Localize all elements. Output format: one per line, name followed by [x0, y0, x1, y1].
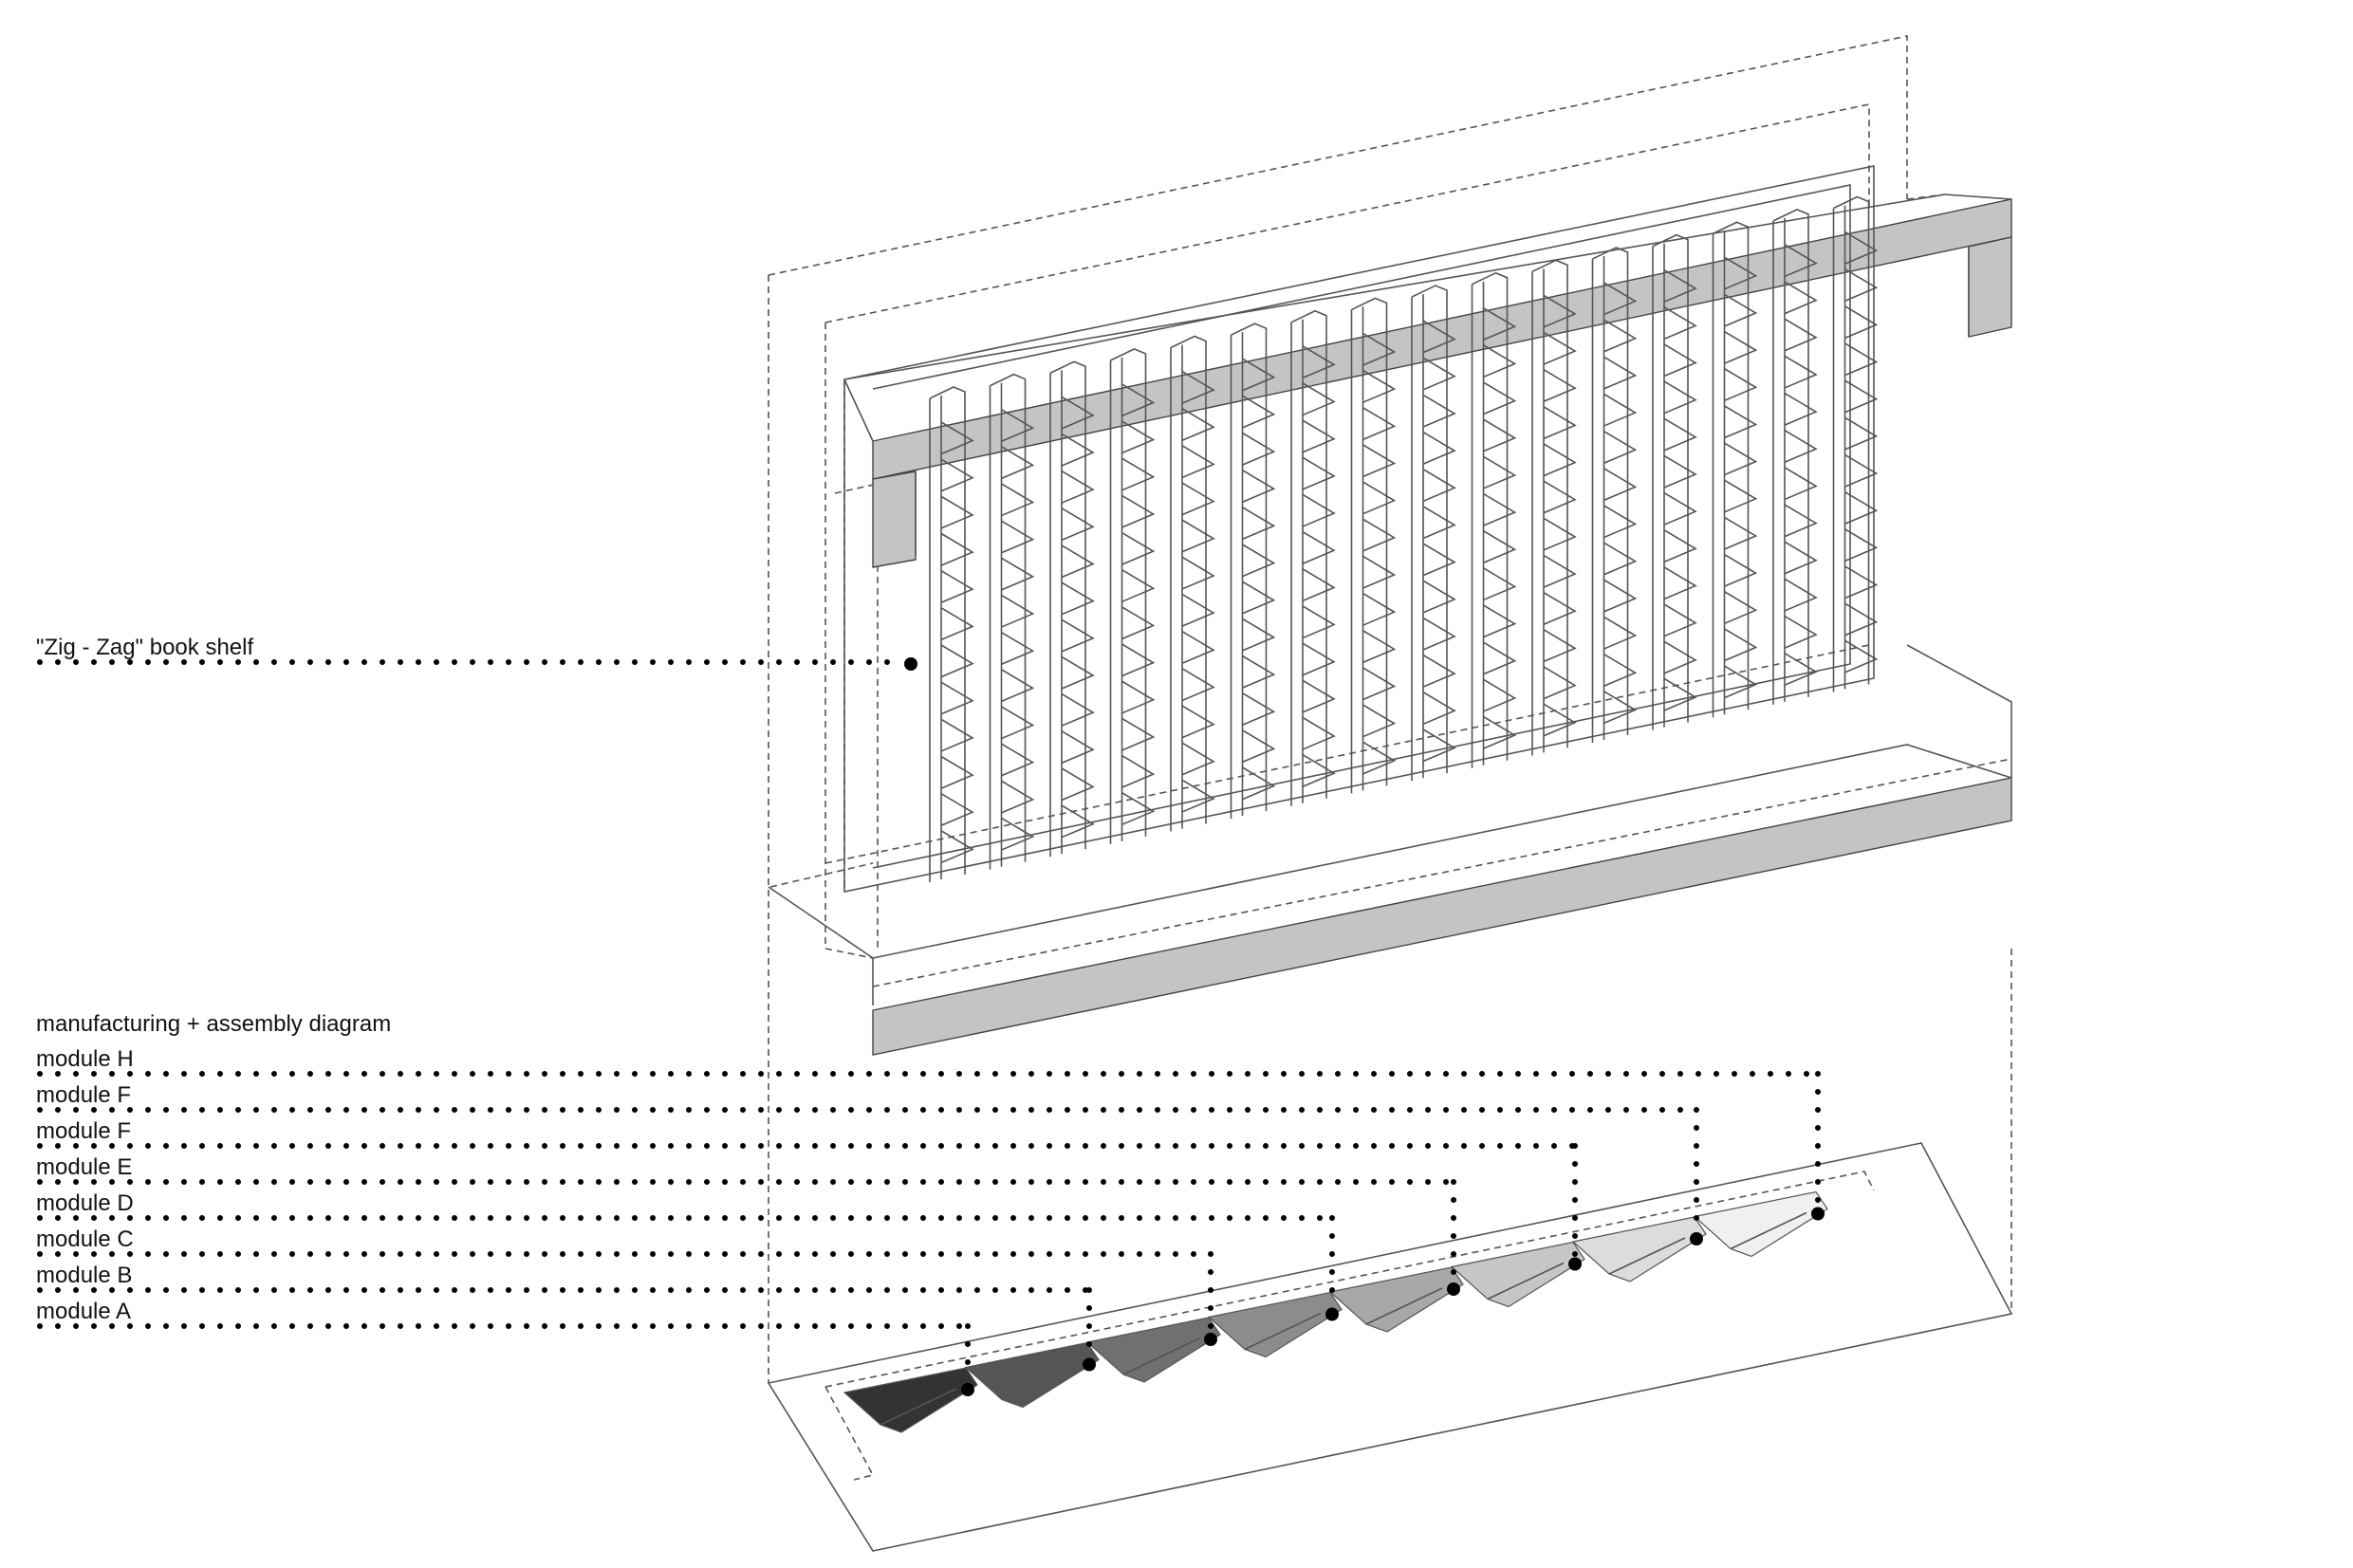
zigzag-shelves — [1543, 294, 1577, 737]
column-edge — [1230, 323, 1268, 820]
module-piece — [1207, 1291, 1343, 1358]
module-pin — [1083, 1357, 1096, 1372]
column-edge — [1712, 221, 1750, 718]
module-piece — [1328, 1266, 1464, 1333]
module-fold — [1244, 1312, 1322, 1351]
zigzag-shelves — [1422, 320, 1456, 763]
zigzag-shelves — [1121, 383, 1156, 826]
zigzag-shelves — [1302, 345, 1336, 787]
module-fold — [1365, 1287, 1443, 1325]
shelf-column — [1350, 297, 1397, 794]
shelf-frame — [843, 165, 1875, 893]
module-pin — [1811, 1207, 1825, 1221]
module-fold — [1122, 1337, 1200, 1375]
column-edge — [929, 386, 966, 882]
module-labels: module H module F module F module E modu… — [36, 1046, 134, 1324]
shelf-column — [1652, 233, 1697, 730]
shelf-column — [1230, 323, 1276, 820]
module-pin — [961, 1383, 974, 1396]
module-label: module H — [36, 1046, 134, 1072]
bottom-plinth — [768, 644, 2012, 1056]
module-pin — [1568, 1257, 1582, 1271]
zigzag-shelves — [940, 421, 974, 864]
zigzag-shelves — [1663, 268, 1697, 711]
module-label: module E — [36, 1154, 132, 1180]
shelf-column — [1531, 259, 1577, 756]
module-label: module B — [36, 1263, 132, 1288]
column-edge — [1109, 348, 1147, 844]
shelf-column — [1712, 221, 1758, 718]
column-edge — [1591, 247, 1629, 743]
column-edge — [1411, 285, 1448, 782]
zigzag-shelves — [1242, 358, 1276, 801]
module-fold — [1001, 1362, 1079, 1401]
module-piece — [1085, 1317, 1221, 1383]
module-pin — [1447, 1282, 1460, 1296]
column-edge — [1531, 259, 1568, 756]
module-piece — [1571, 1216, 1707, 1282]
modules-tray — [843, 1190, 1828, 1433]
shelf-column — [1471, 271, 1517, 768]
module-fold — [880, 1388, 957, 1426]
shelf-column — [929, 386, 974, 882]
module-pin — [1204, 1333, 1217, 1346]
module-piece — [1693, 1190, 1828, 1258]
top-rail — [843, 194, 2012, 568]
module-fold — [1487, 1262, 1565, 1301]
zigzag-shelves — [1784, 244, 1818, 687]
module-piece — [843, 1367, 978, 1433]
subtitle-label: manufacturing + assembly diagram — [36, 1011, 391, 1037]
zigzag-shelves — [1844, 231, 1879, 673]
column-edge — [1652, 233, 1689, 730]
module-pin — [1690, 1232, 1703, 1245]
column-edge — [1170, 335, 1207, 832]
shelf-column — [1109, 348, 1156, 844]
column-edge — [1350, 297, 1388, 794]
module-fold — [1608, 1237, 1686, 1275]
shelf-column — [1290, 309, 1336, 806]
zigzag-shelves — [1061, 396, 1095, 839]
module-pin — [1325, 1307, 1339, 1321]
shelf-column — [1170, 335, 1215, 832]
shelf-column — [1772, 208, 1818, 705]
zigzag-shelves — [1181, 370, 1215, 813]
shelf-column — [1591, 247, 1638, 743]
module-label: module F — [36, 1118, 131, 1144]
column-edge — [1290, 309, 1327, 806]
column-edge — [989, 373, 1027, 870]
module-label: module D — [36, 1190, 134, 1216]
shelf-column — [1832, 195, 1879, 692]
module-label: module C — [36, 1227, 134, 1252]
module-piece — [1450, 1241, 1585, 1308]
column-edge — [1471, 271, 1509, 768]
zigzag-shelves — [1362, 332, 1397, 775]
title-leader — [37, 657, 917, 671]
title-label: "Zig - Zag" book shelf — [36, 635, 253, 660]
assembly-tray — [767, 1142, 2013, 1552]
zigzag-shelves — [1483, 307, 1517, 749]
zigzag-shelves — [1001, 408, 1035, 851]
module-label: module A — [36, 1299, 131, 1324]
column-edge — [1049, 360, 1086, 858]
module-piece — [964, 1341, 1100, 1409]
column-edge — [1832, 195, 1870, 692]
shelf-column — [1049, 360, 1095, 858]
module-leaders — [37, 1071, 1825, 1396]
shelf-columns — [929, 195, 1879, 882]
module-label: module F — [36, 1082, 131, 1108]
column-edge — [1772, 208, 1809, 705]
zigzag-shelves — [1603, 282, 1638, 725]
zigzag-shelves — [1724, 256, 1758, 699]
shelf-column — [1411, 285, 1456, 782]
module-fold — [1730, 1211, 1807, 1250]
shelf-column — [989, 373, 1035, 870]
